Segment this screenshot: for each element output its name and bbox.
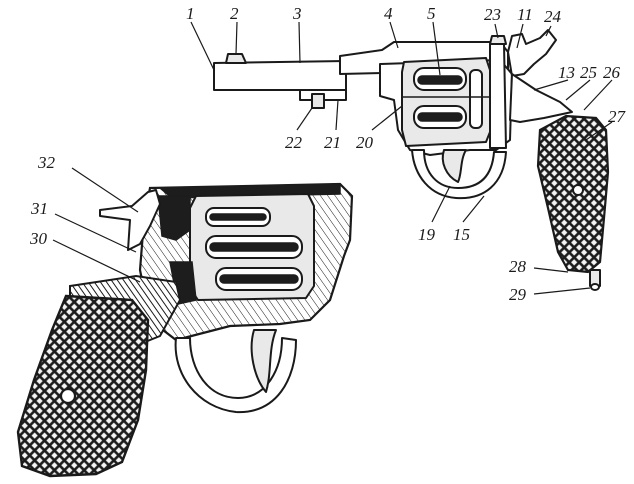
grip (536, 114, 610, 274)
label-23: 23 (484, 5, 501, 24)
cylinder-side-flute (469, 69, 483, 129)
label-15: 15 (453, 225, 470, 244)
leader-3 (298, 21, 301, 64)
label-3: 3 (292, 4, 302, 23)
leader-32 (71, 167, 139, 213)
leader-22 (296, 107, 313, 131)
label-4: 4 (384, 4, 393, 23)
label-1: 1 (186, 4, 195, 23)
leader-1 (190, 21, 215, 71)
cutaway-chamber-1-shadow (209, 213, 267, 221)
leader-20 (371, 105, 403, 131)
grip-screw (572, 184, 584, 196)
lanyard-ring (589, 269, 601, 287)
leader-24 (545, 25, 552, 37)
label-21: 21 (324, 133, 341, 152)
cylinder-flute-top-shadow (417, 75, 463, 85)
leader-19 (431, 185, 451, 223)
leader-30 (52, 239, 141, 283)
leader-15 (462, 195, 485, 223)
cutaway-chamber-2-shadow (209, 242, 299, 252)
cutaway-trigger (250, 329, 277, 393)
leader-13 (533, 79, 569, 91)
label-31: 31 (30, 199, 48, 218)
label-24: 24 (544, 7, 562, 26)
cutaway-grip-screw (59, 387, 77, 405)
leader-23 (494, 23, 499, 39)
leader-4 (389, 21, 399, 49)
loading-gate (489, 43, 507, 149)
leader-31 (54, 213, 137, 253)
leader-21 (335, 99, 339, 131)
cutaway-chamber-3-shadow (219, 274, 299, 284)
label-27: 27 (608, 107, 627, 126)
leader-11 (516, 23, 524, 49)
label-2: 2 (230, 4, 239, 23)
cylinder-flute-bottom-shadow (417, 112, 463, 122)
callout-labels: 1 2 3 4 5 23 11 24 13 25 26 27 22 21 20 … (29, 4, 627, 304)
label-29: 29 (509, 285, 527, 304)
ejector-rod-head (311, 93, 325, 109)
leader-28 (533, 267, 569, 273)
leader-29 (533, 287, 591, 295)
leader-25 (565, 79, 591, 101)
barrel (213, 60, 347, 91)
label-22: 22 (285, 133, 303, 152)
label-11: 11 (517, 5, 533, 24)
leader-2 (235, 21, 238, 55)
label-28: 28 (509, 257, 527, 276)
cutaway-trigger-guard (174, 337, 297, 414)
revolver-side-view (213, 29, 610, 291)
back-strap (509, 73, 573, 123)
leader-26 (583, 79, 613, 111)
rear-sight (489, 35, 507, 45)
label-19: 19 (418, 225, 436, 244)
label-13: 13 (558, 63, 575, 82)
leader-lines (52, 21, 613, 295)
label-20: 20 (356, 133, 374, 152)
trigger (441, 149, 467, 183)
cutaway-hammer-block (157, 195, 191, 241)
label-25: 25 (580, 63, 597, 82)
label-26: 26 (603, 63, 621, 82)
front-sight (225, 53, 247, 64)
hammer (507, 29, 557, 77)
cutaway-hammer (99, 189, 161, 251)
revolver-cutaway-view (16, 182, 354, 478)
label-32: 32 (37, 153, 56, 172)
leader-5 (432, 21, 441, 76)
label-5: 5 (427, 4, 436, 23)
lanyard-ring-eye (590, 283, 600, 291)
trigger-guard (411, 149, 507, 200)
cutaway-grip (16, 294, 150, 478)
leader-27 (585, 121, 613, 141)
label-30: 30 (29, 229, 48, 248)
